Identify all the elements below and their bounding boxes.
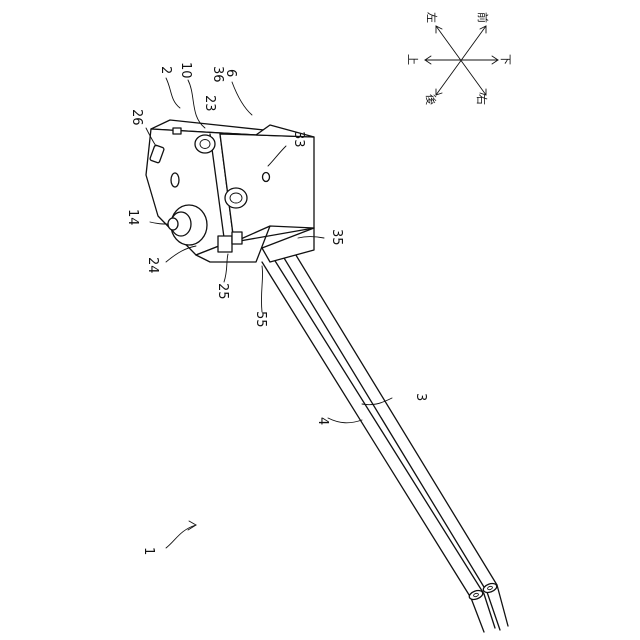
leader-2: [166, 78, 180, 108]
label-35: 35: [329, 229, 344, 246]
latch-25: [218, 236, 232, 252]
lead-3-edge-a: [281, 253, 487, 592]
lead-wires: [262, 247, 508, 632]
lead-4-edge-a: [262, 262, 471, 598]
label-3: 3: [413, 393, 428, 401]
direction-right-label: 右: [475, 94, 489, 105]
boss-lower: [225, 188, 247, 208]
boss-upper: [195, 135, 215, 153]
direction-front-label: 前: [476, 12, 490, 23]
label-23: 23: [202, 95, 217, 112]
cover-hole: [263, 173, 270, 182]
lead-4-tail-b: [471, 598, 484, 632]
leader-6: [232, 82, 252, 115]
label-2: 2: [158, 66, 173, 74]
lead-4-end: [468, 589, 484, 601]
direction-indicator: 左 前 上 下 後 右: [406, 12, 512, 105]
direction-left-label: 左: [425, 12, 438, 23]
label-14: 14: [125, 209, 140, 226]
leader-1-arrow-icon: [188, 521, 196, 530]
leader-1: [166, 525, 196, 548]
plunger-tip: [168, 218, 178, 230]
label-55: 55: [253, 311, 268, 328]
leader-55: [261, 266, 262, 312]
label-1: 1: [141, 547, 156, 555]
leader-3: [362, 398, 392, 405]
direction-up-label: 上: [406, 54, 419, 65]
label-4: 4: [315, 417, 330, 425]
label-25: 25: [215, 283, 230, 300]
lead-4-edge-b: [272, 256, 484, 594]
switch-body: [146, 120, 314, 262]
notch-top: [173, 128, 181, 134]
leader-4: [328, 418, 362, 423]
lead-3-edge-b: [291, 247, 497, 585]
label-33: 33: [291, 131, 306, 148]
label-36: 36: [210, 66, 225, 83]
direction-back-label: 後: [424, 94, 438, 105]
body-hole: [171, 173, 179, 187]
direction-down-label: 下: [499, 54, 512, 65]
latch-25-tab: [232, 232, 242, 244]
label-10: 10: [178, 62, 193, 79]
label-24: 24: [145, 257, 160, 274]
label-26: 26: [129, 109, 144, 126]
lead-3-end: [482, 582, 498, 594]
lead-3-tail: [497, 585, 508, 626]
